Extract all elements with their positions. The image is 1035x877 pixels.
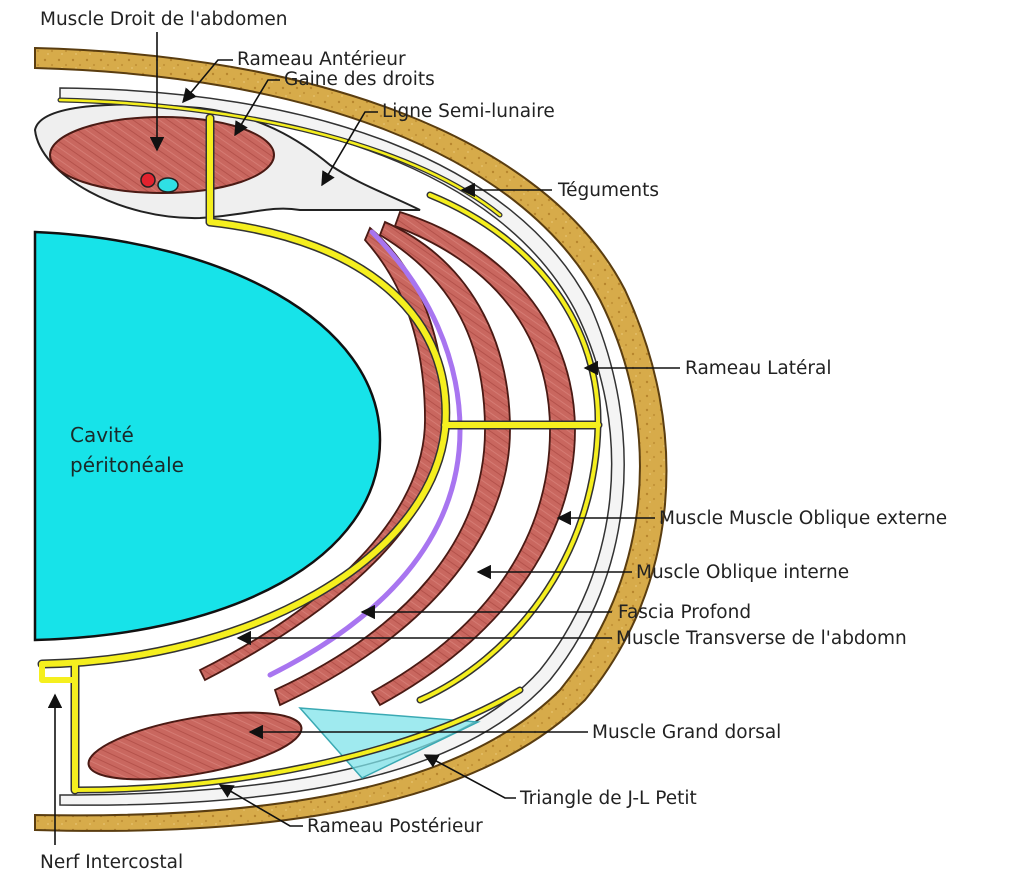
label-posterior-branch: Rameau Postérieur [307, 816, 483, 837]
label-latissimus-dorsi: Muscle Grand dorsal [592, 722, 781, 743]
label-lateral-branch: Rameau Latéral [685, 358, 832, 379]
label-peritoneal-cavity-line2: péritonéale [70, 453, 184, 477]
artery-vessel [141, 173, 155, 187]
label-intercostal-nerve: Nerf Intercostal [40, 852, 183, 873]
label-transversus-abdominis: Muscle Transverse de l'abdomn [616, 628, 907, 649]
vein-vessel [158, 178, 178, 192]
label-rectus-sheath: Gaine des droits [284, 69, 435, 90]
label-peritoneal-cavity-line1: Cavité [70, 423, 134, 447]
label-external-oblique: Muscle Muscle Oblique externe [659, 508, 947, 529]
label-deep-fascia: Fascia Profond [618, 602, 751, 623]
latissimus-dorsi-muscle [84, 700, 306, 793]
label-internal-oblique: Muscle Oblique interne [636, 562, 849, 583]
label-anterior-branch: Rameau Antérieur [237, 49, 406, 70]
label-petit-triangle: Triangle de J-L Petit [519, 788, 697, 809]
label-integuments: Téguments [557, 180, 659, 201]
label-semilunar-line: Ligne Semi-lunaire [382, 101, 555, 122]
label-rectus-abdominis: Muscle Droit de l'abdomen [40, 9, 287, 30]
